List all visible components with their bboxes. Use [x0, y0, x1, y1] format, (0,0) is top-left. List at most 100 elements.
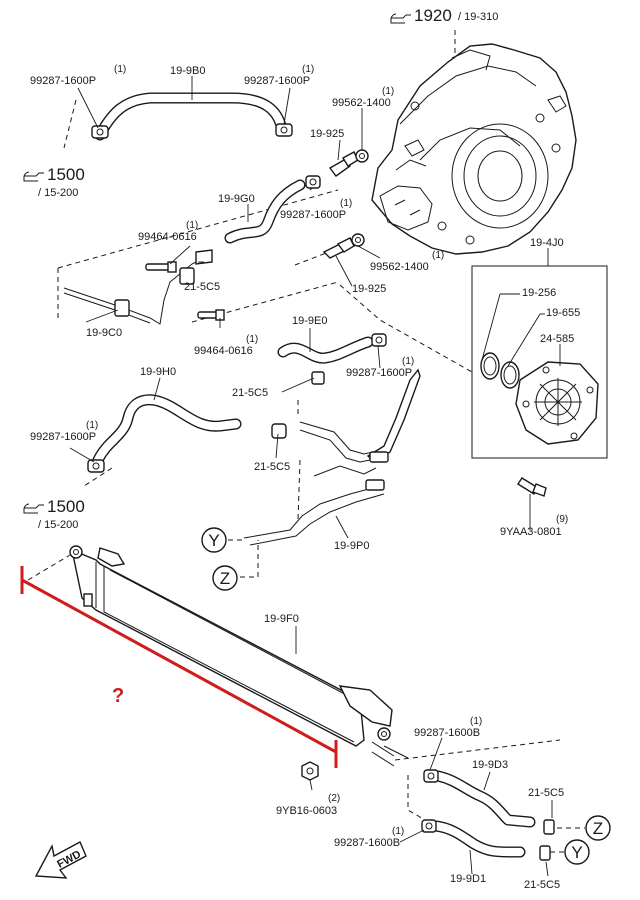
label-21-5c5[interactable]: 21-5C5: [524, 879, 560, 891]
qty: (9): [556, 514, 568, 525]
label-99562-1400[interactable]: 99562-1400: [370, 261, 429, 273]
label-19-925[interactable]: 19-925: [310, 128, 344, 140]
qty: (1): [340, 198, 352, 209]
hose-clamp[interactable]: [87, 459, 105, 473]
hose-clamp[interactable]: [423, 769, 439, 783]
label-99287-1600b[interactable]: 99287-1600B: [414, 727, 480, 739]
label-9yb16-0603[interactable]: 9YB16-0603: [276, 805, 337, 817]
pointing-hand-icon: [23, 503, 44, 514]
hose-clamp[interactable]: [371, 333, 387, 347]
top-reference[interactable]: 1920 / 19-310: [390, 6, 498, 25]
pointing-hand-icon: [23, 171, 44, 182]
reference-code: 1500: [47, 497, 85, 516]
hose-19-9d3[interactable]: [432, 770, 536, 828]
qty: (1): [392, 826, 404, 837]
reference-page: / 15-200: [38, 187, 78, 199]
label-19-256[interactable]: 19-256: [522, 287, 556, 299]
label-21-5c5[interactable]: 21-5C5: [254, 461, 290, 473]
hose-19-9h0[interactable]: [92, 394, 242, 466]
pointing-hand-icon: [390, 13, 411, 24]
fitting-19-925-top[interactable]: [328, 149, 369, 177]
qty: (1): [432, 250, 444, 261]
pipe-19-9c0[interactable]: [63, 249, 213, 325]
label-99287-1600p[interactable]: 99287-1600P: [244, 75, 310, 87]
label-99464-0616[interactable]: 99464-0616: [194, 345, 253, 357]
label-19-9d3[interactable]: 19-9D3: [472, 759, 508, 771]
connector-y-bottom[interactable]: Y: [564, 839, 590, 865]
qty: (1): [246, 334, 258, 345]
label-19-9b0[interactable]: 19-9B0: [170, 65, 205, 77]
hose-clamp[interactable]: [91, 125, 109, 139]
transaxle-housing[interactable]: [371, 43, 577, 255]
qty: (1): [382, 86, 394, 97]
label-99287-1600p[interactable]: 99287-1600P: [30, 75, 96, 87]
hose-19-9d1[interactable]: [430, 820, 526, 858]
bolt-9yaa3-0801[interactable]: [517, 477, 547, 497]
qty: (1): [186, 220, 198, 231]
label-9yaa3-0801[interactable]: 9YAA3-0801: [500, 526, 562, 538]
connector-y-top[interactable]: Y: [201, 527, 227, 553]
oil-cooler-19-9f0[interactable]: [69, 545, 409, 767]
part-labels: 19-9B0 (1) 99287-1600P (1) 99287-1600P (…: [30, 64, 580, 891]
clip-21-5c5-b[interactable]: [311, 371, 325, 385]
hose-clamp[interactable]: [305, 175, 321, 189]
label-19-9h0[interactable]: 19-9H0: [140, 366, 176, 378]
label-21-5c5[interactable]: 21-5C5: [184, 281, 220, 293]
qty: (1): [86, 420, 98, 431]
label-19-9c0[interactable]: 19-9C0: [86, 327, 122, 339]
assembly-dashed-lines: [27, 30, 585, 853]
label-19-9e0[interactable]: 19-9E0: [292, 315, 327, 327]
label-99287-1600b[interactable]: 99287-1600B: [334, 837, 400, 849]
fitting-19-925-bottom[interactable]: [322, 233, 365, 259]
label-99464-0616[interactable]: 99464-0616: [138, 231, 197, 243]
reference-code: 1920: [414, 6, 452, 25]
label-19-9g0[interactable]: 19-9G0: [218, 193, 255, 205]
svg-text:Z: Z: [593, 819, 603, 838]
left-reference-lower[interactable]: 1500 / 15-200: [23, 497, 85, 531]
qty: (1): [114, 64, 126, 75]
qty: (1): [302, 64, 314, 75]
label-99287-1600p[interactable]: 99287-1600P: [280, 209, 346, 221]
reference-page: / 15-200: [38, 519, 78, 531]
left-reference-upper[interactable]: 1500 / 15-200: [23, 165, 85, 199]
clip-21-5c5-d[interactable]: [543, 819, 555, 835]
qty: (1): [402, 356, 414, 367]
label-99287-1600p[interactable]: 99287-1600P: [30, 431, 96, 443]
fwd-label: FWD: [55, 848, 83, 870]
connector-z-bottom[interactable]: Z: [585, 815, 611, 841]
bolt-99464-0616-upper[interactable]: [145, 261, 177, 273]
question-mark: ?: [112, 685, 124, 707]
label-19-925[interactable]: 19-925: [352, 283, 386, 295]
fwd-arrow-icon: FWD: [34, 841, 87, 879]
leader-lines: [69, 76, 561, 877]
svg-text:Y: Y: [208, 531, 219, 550]
label-19-655[interactable]: 19-655: [546, 307, 580, 319]
hose-clamp[interactable]: [421, 819, 437, 833]
pipe-19-9p0[interactable]: [243, 368, 421, 546]
label-19-9f0[interactable]: 19-9F0: [264, 613, 299, 625]
red-annotation: ?: [20, 566, 338, 768]
hose-19-9e0[interactable]: [277, 336, 374, 364]
svg-text:Y: Y: [571, 843, 582, 862]
svg-text:Z: Z: [220, 569, 230, 588]
reference-code: 1500: [47, 165, 85, 184]
label-19-4j0[interactable]: 19-4J0: [530, 237, 564, 249]
reference-page: / 19-310: [458, 11, 498, 23]
clip-21-5c5-e[interactable]: [539, 845, 551, 861]
label-99562-1400[interactable]: 99562-1400: [332, 97, 391, 109]
label-19-9p0[interactable]: 19-9P0: [334, 540, 369, 552]
hose-19-9g0[interactable]: [224, 179, 306, 244]
qty: (1): [470, 716, 482, 727]
clip-21-5c5-c[interactable]: [271, 423, 287, 439]
label-19-9d1[interactable]: 19-9D1: [450, 873, 486, 885]
label-21-5c5[interactable]: 21-5C5: [232, 387, 268, 399]
label-21-5c5[interactable]: 21-5C5: [528, 787, 564, 799]
hose-clamp[interactable]: [275, 123, 293, 137]
cover-19-4j0-group[interactable]: [471, 265, 608, 459]
nut-9yb16-0603[interactable]: [301, 761, 319, 781]
label-99287-1600p[interactable]: 99287-1600P: [346, 367, 412, 379]
hose-19-9b0[interactable]: [94, 92, 288, 141]
connector-z-top[interactable]: Z: [212, 565, 238, 591]
label-24-585[interactable]: 24-585: [540, 333, 574, 345]
